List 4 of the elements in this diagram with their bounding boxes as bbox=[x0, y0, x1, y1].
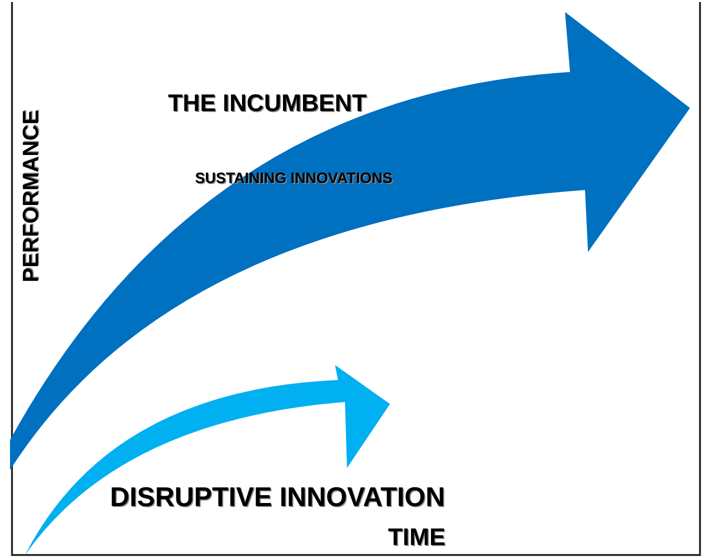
heading-label: THE INCUMBENT bbox=[168, 90, 367, 118]
axis-label: TIME bbox=[388, 524, 446, 552]
heading-label: DISRUPTIVE INNOVATION bbox=[110, 482, 446, 513]
axis-label: PERFORMANCE bbox=[18, 110, 44, 282]
